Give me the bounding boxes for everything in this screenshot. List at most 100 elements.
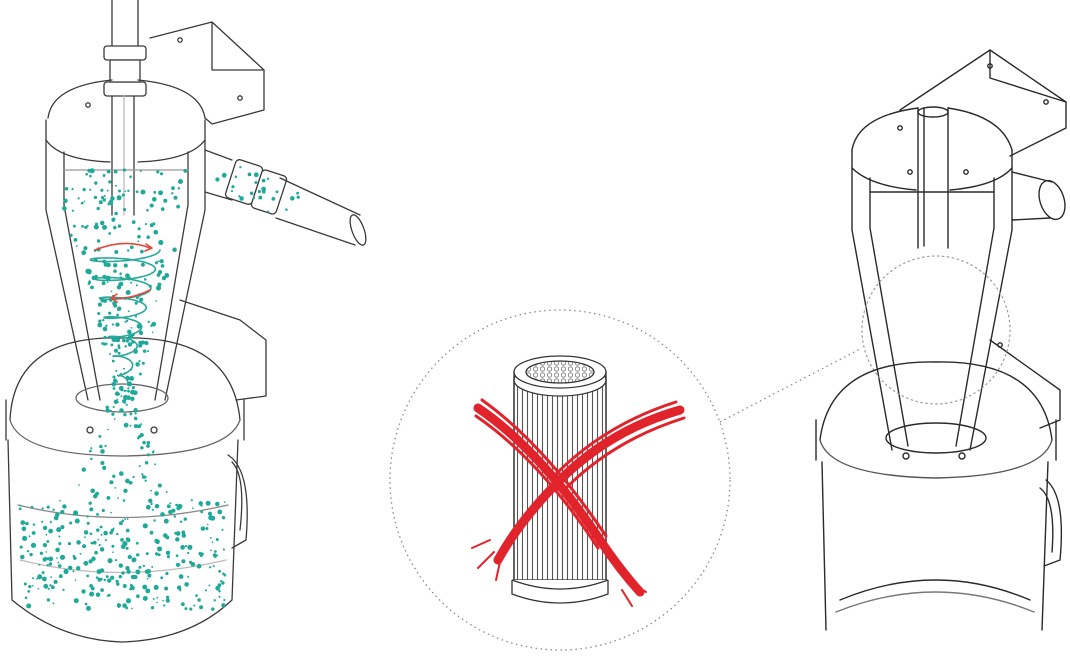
dust-particle bbox=[126, 598, 131, 603]
dust-particle bbox=[104, 445, 106, 447]
dust-particle bbox=[151, 606, 154, 609]
dust-particle bbox=[150, 223, 154, 227]
dust-particle bbox=[145, 461, 149, 465]
wall-bracket bbox=[150, 22, 266, 400]
dust-particle bbox=[176, 554, 179, 557]
dust-particle bbox=[90, 286, 94, 290]
dust-particle bbox=[86, 515, 88, 517]
dust-particle bbox=[124, 345, 126, 347]
dust-particle bbox=[96, 528, 100, 532]
dust-particle bbox=[83, 561, 88, 566]
dust-particle bbox=[135, 570, 140, 575]
dust-particle bbox=[171, 192, 173, 194]
dust-particle bbox=[122, 541, 127, 546]
dust-particle bbox=[31, 506, 34, 509]
dust-particle bbox=[85, 173, 88, 176]
dust-particle bbox=[200, 510, 203, 513]
dust-particle bbox=[114, 418, 116, 420]
dust-particle bbox=[100, 461, 104, 465]
dust-particle bbox=[75, 519, 80, 524]
dust-particle bbox=[155, 300, 157, 302]
dust-particle bbox=[96, 513, 99, 516]
dust-particle bbox=[112, 475, 115, 478]
dust-particle bbox=[51, 585, 55, 589]
dust-particle bbox=[71, 188, 73, 190]
dust-particle bbox=[128, 310, 130, 312]
dust-particle bbox=[146, 209, 149, 212]
dust-particle bbox=[27, 550, 29, 552]
dust-particle bbox=[254, 181, 257, 184]
dust-particle bbox=[77, 197, 79, 199]
dust-particle bbox=[140, 250, 144, 254]
dust-particle bbox=[210, 537, 212, 539]
dust-particle bbox=[137, 424, 141, 428]
dust-particle bbox=[223, 548, 225, 550]
dust-particle bbox=[125, 190, 127, 192]
dust-particle bbox=[132, 560, 134, 562]
dust-particle bbox=[117, 309, 119, 311]
dust-particle bbox=[130, 425, 132, 427]
dust-particle bbox=[178, 187, 180, 189]
dust-particle bbox=[22, 527, 27, 532]
dust-particle bbox=[119, 272, 122, 275]
dust-particle bbox=[129, 376, 134, 381]
dust-particle bbox=[133, 476, 135, 478]
dust-particle bbox=[235, 175, 238, 178]
wall-bracket-right bbox=[900, 50, 1066, 428]
dust-particle bbox=[115, 185, 117, 187]
dust-particle bbox=[112, 220, 114, 222]
dust-particle bbox=[218, 570, 221, 573]
dust-particle bbox=[258, 196, 262, 200]
dust-particle bbox=[25, 597, 28, 600]
dust-particle bbox=[129, 588, 131, 590]
dust-particle bbox=[272, 197, 276, 201]
dust-particle bbox=[83, 188, 86, 191]
dust-particle bbox=[184, 517, 187, 520]
dust-particle bbox=[222, 516, 225, 519]
dust-particle bbox=[238, 195, 240, 197]
dust-particle bbox=[106, 408, 110, 412]
dust-particle bbox=[138, 228, 140, 230]
dust-particle bbox=[124, 518, 126, 520]
dust-particle bbox=[90, 532, 93, 535]
dust-particle bbox=[167, 504, 171, 508]
dust-particle bbox=[117, 344, 120, 347]
dust-particle bbox=[57, 562, 59, 564]
dust-particle bbox=[58, 542, 61, 545]
dust-particle bbox=[127, 190, 129, 192]
dust-particle bbox=[197, 598, 201, 602]
dust-particle bbox=[143, 596, 148, 601]
dust-particle bbox=[53, 602, 55, 604]
dust-particle bbox=[46, 557, 49, 560]
dust-particle bbox=[98, 303, 102, 307]
dust-particle bbox=[145, 588, 150, 593]
dust-particle bbox=[153, 519, 155, 521]
dust-particle bbox=[216, 538, 219, 541]
dust-particle bbox=[158, 270, 162, 274]
dust-particle bbox=[85, 269, 90, 274]
dust-particle bbox=[103, 174, 106, 177]
dust-particle bbox=[127, 387, 129, 389]
dust-particle bbox=[183, 169, 187, 173]
dust-particle bbox=[107, 429, 109, 431]
dust-particle bbox=[63, 199, 67, 203]
dust-particle bbox=[197, 564, 202, 569]
dust-particle bbox=[150, 325, 152, 327]
dust-particle bbox=[38, 564, 40, 566]
dust-particle bbox=[97, 569, 102, 574]
dust-particle bbox=[122, 603, 127, 608]
dust-particle bbox=[49, 562, 52, 565]
dust-particle bbox=[254, 172, 259, 177]
dust-particle bbox=[80, 553, 82, 555]
dust-particle bbox=[290, 196, 295, 201]
dust-particle bbox=[154, 585, 159, 590]
dust-particle bbox=[124, 423, 129, 428]
dust-particle bbox=[104, 195, 106, 197]
dust-particle bbox=[138, 344, 142, 348]
vortex-finder bbox=[918, 107, 948, 248]
dust-particle bbox=[151, 566, 153, 568]
dust-particle bbox=[43, 543, 47, 547]
dust-particle bbox=[97, 207, 100, 210]
dust-particle bbox=[26, 604, 31, 609]
dust-particle bbox=[182, 533, 186, 537]
